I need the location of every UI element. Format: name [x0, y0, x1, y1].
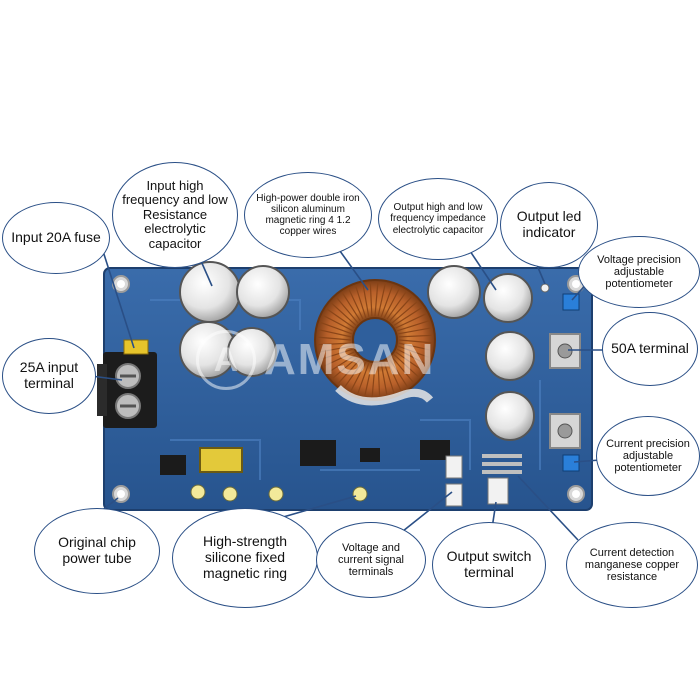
- current-potentiometer: [562, 454, 580, 472]
- voltage-potentiometer: [562, 293, 580, 311]
- watermark-logo-icon: A: [196, 330, 256, 390]
- power-tubes: [190, 484, 368, 502]
- watermark: A AMSAN: [196, 330, 516, 390]
- callout-input-capacitor: Input high frequency and low Resistance …: [112, 162, 238, 268]
- output-capacitors: [427, 265, 535, 441]
- ic-chips: [160, 440, 450, 475]
- output-led: [540, 283, 550, 293]
- callout-power-tube: Original chip power tube: [34, 508, 160, 594]
- callout-magnetic-ring: High-power double iron silicon aluminum …: [244, 172, 372, 258]
- callout-50a-terminal: 50A terminal: [602, 312, 698, 386]
- output-terminals-50a: [549, 333, 581, 449]
- manganese-resistors: [482, 454, 522, 474]
- callout-current-potentiometer: Current precision adjustable potentiomet…: [596, 416, 700, 496]
- callout-output-capacitor: Output high and low frequency impedance …: [378, 178, 498, 260]
- input-terminal-block: [97, 352, 157, 428]
- callout-switch-terminal: Output switch terminal: [432, 522, 546, 608]
- callout-voltage-potentiometer: Voltage precision adjustable potentiomet…: [578, 236, 700, 308]
- callout-signal-terminals: Voltage and current signal terminals: [316, 522, 426, 598]
- callout-input-fuse: Input 20A fuse: [2, 202, 110, 274]
- callout-output-led: Output led indicator: [500, 182, 598, 268]
- switch-terminal: [487, 477, 509, 505]
- callout-manganese-resistance: Current detection manganese copper resis…: [566, 522, 698, 608]
- watermark-text: AMSAN: [264, 335, 436, 384]
- callout-silicone-ring: High-strength silicone fixed magnetic ri…: [172, 508, 318, 608]
- toroid-magnetic-ring: [314, 279, 436, 406]
- input-fuse: [123, 339, 149, 355]
- callout-input-terminal: 25A input terminal: [2, 338, 96, 414]
- signal-terminals: [445, 455, 463, 507]
- transformer: [199, 447, 243, 473]
